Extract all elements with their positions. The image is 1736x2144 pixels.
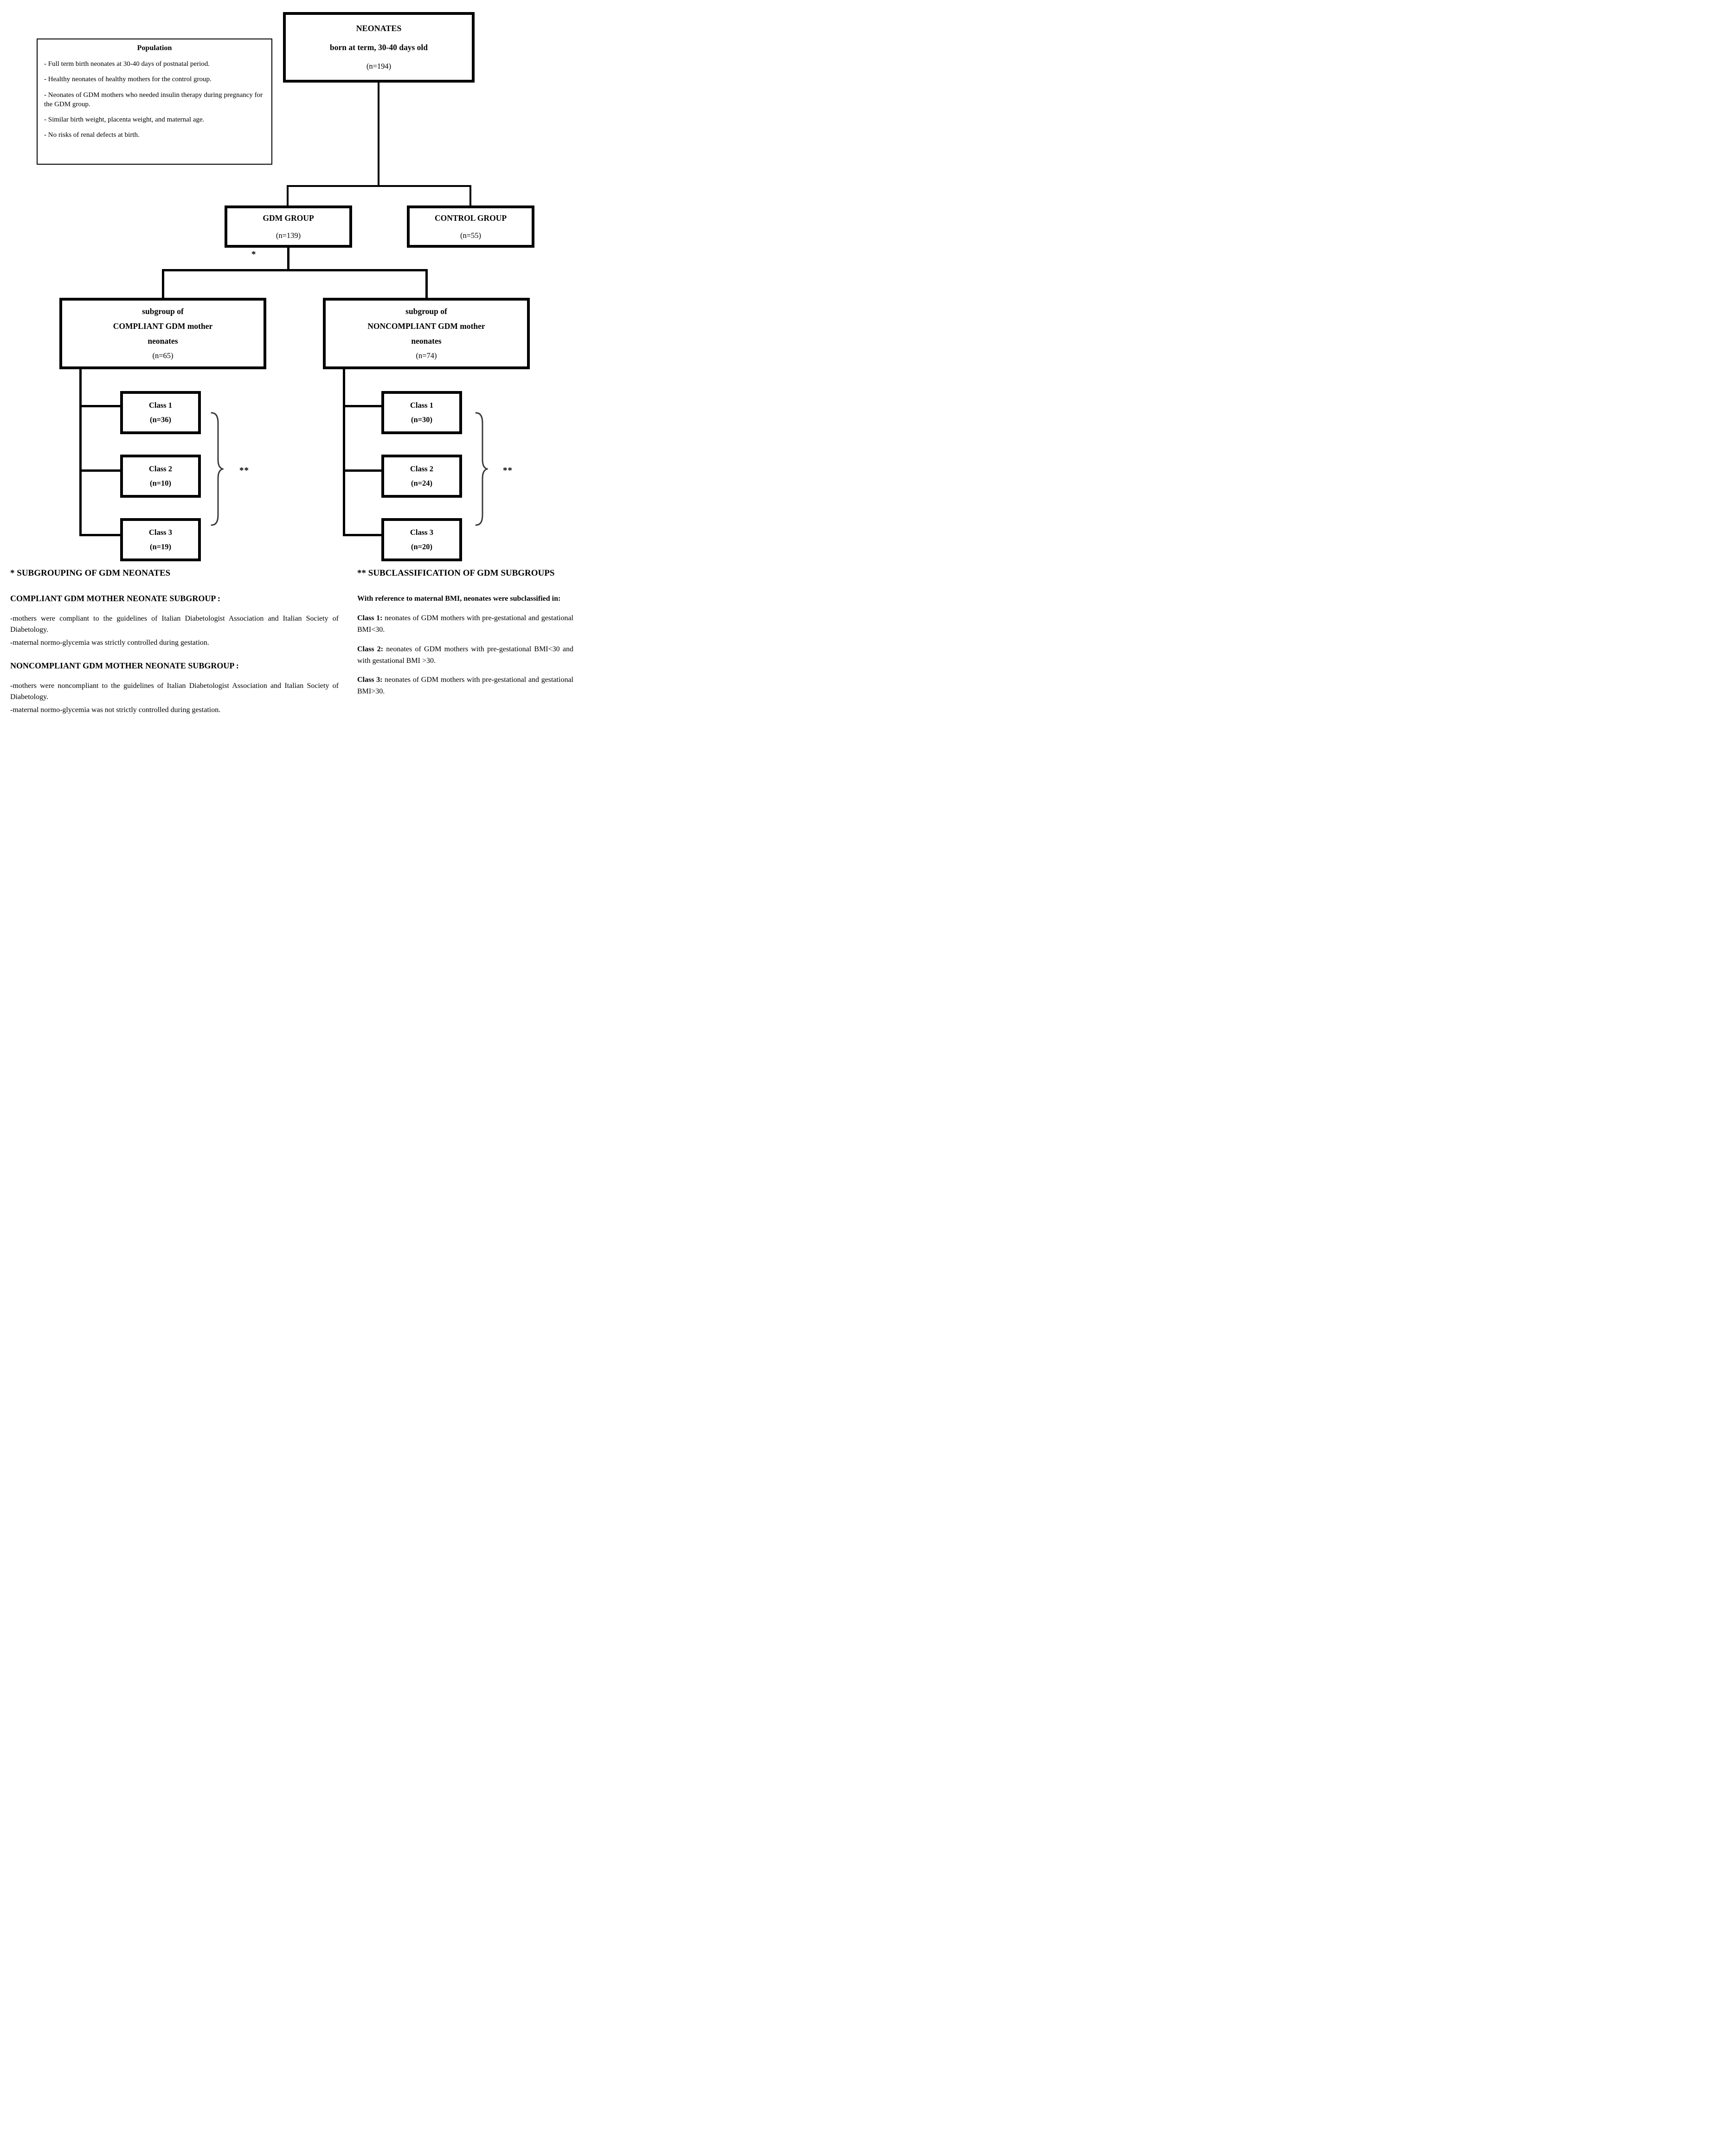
connector-trunk-left [79, 368, 82, 536]
class2-definition: Class 2: neonates of GDM mothers with pr… [357, 644, 573, 667]
connector-stub-gdm [287, 185, 289, 206]
compliant-line1: subgroup of [142, 307, 184, 316]
compliant-line3: neonates [148, 336, 178, 346]
control-group-count: (n=55) [460, 231, 482, 240]
class2-label: Class 2: [357, 645, 384, 653]
neonates-subtitle: born at term, 30-40 days old [330, 43, 428, 52]
noncompliant-line1: subgroup of [405, 307, 447, 316]
noncompliant-line2: NONCOMPLIANT GDM mother [367, 321, 485, 331]
population-item: - Healthy neonates of healthy mothers fo… [44, 76, 212, 83]
compliant-heading: COMPLIANT GDM MOTHER NEONATE SUBGROUP : [10, 593, 220, 603]
compliant-class3-box: Class 3 (n=19) [120, 518, 201, 561]
noncompliant-subgroup-box: subgroup of NONCOMPLIANT GDM mother neon… [323, 298, 530, 369]
class3-text: neonates of GDM mothers with pre-gestati… [357, 676, 574, 696]
single-star-annotation: * [251, 250, 257, 259]
connector-right-class1 [343, 405, 384, 407]
connector-right-class2 [343, 469, 384, 472]
connector-gdm-down [287, 248, 289, 271]
noncompliant-heading: NONCOMPLIANT GDM MOTHER NEONATE SUBGROUP… [10, 661, 239, 670]
compliant-note-line: -mothers were compliant to the guideline… [10, 614, 339, 634]
footnote-right-column: ** SUBCLASSIFICATION OF GDM SUBGROUPS Wi… [357, 567, 573, 706]
population-item: - Neonates of GDM mothers who needed ins… [44, 91, 263, 108]
connector-split2-horizontal [162, 269, 428, 271]
population-item: - No risks of renal defects at birth. [44, 131, 140, 139]
gdm-group-title: GDM GROUP [263, 213, 314, 223]
noncompliant-class2-box: Class 2 (n=24) [381, 455, 462, 498]
footnote-left-column: * SUBGROUPING OF GDM NEONATES COMPLIANT … [10, 567, 339, 715]
class1-definition: Class 1: neonates of GDM mothers with pr… [357, 613, 573, 636]
class-name: Class 2 [410, 464, 433, 473]
noncompliant-class1-box: Class 1 (n=30) [381, 391, 462, 434]
compliant-line2: COMPLIANT GDM mother [113, 321, 213, 331]
compliant-subgroup-box: subgroup of COMPLIANT GDM mother neonate… [59, 298, 266, 369]
population-box: Population - Full term birth neonates at… [37, 39, 272, 165]
compliant-class2-box: Class 2 (n=10) [120, 455, 201, 498]
class-count: (n=24) [411, 479, 433, 488]
compliant-class1-box: Class 1 (n=36) [120, 391, 201, 434]
connector-stub-control [469, 185, 471, 206]
connector-left-class1 [79, 405, 122, 407]
class3-label: Class 3: [357, 676, 383, 684]
class-count: (n=30) [411, 415, 433, 424]
noncompliant-note-line: -mothers were noncompliant to the guidel… [10, 681, 339, 701]
class-count: (n=20) [411, 542, 433, 551]
noncompliant-line3: neonates [411, 336, 442, 346]
curly-brace-right [474, 411, 490, 527]
neonates-box: NEONATES born at term, 30-40 days old (n… [283, 12, 475, 83]
class-name: Class 1 [410, 401, 433, 410]
class2-text: neonates of GDM mothers with pre-gestati… [357, 645, 574, 665]
connector-stub-compliant [162, 269, 164, 299]
neonates-title: NEONATES [356, 24, 402, 33]
compliant-note-line: -maternal normo-glycemia was strictly co… [10, 638, 209, 647]
connector-trunk-right [343, 368, 345, 536]
connector-stub-noncompliant [425, 269, 428, 299]
connector-root-down [378, 83, 379, 186]
flow-diagram: Population - Full term birth neonates at… [0, 0, 579, 715]
population-item: - Full term birth neonates at 30-40 days… [44, 60, 210, 68]
class1-text: neonates of GDM mothers with pre-gestati… [357, 614, 574, 634]
class-name: Class 2 [149, 464, 172, 473]
connector-right-class3 [343, 534, 384, 536]
subclassification-title: ** SUBCLASSIFICATION OF GDM SUBGROUPS [357, 568, 555, 578]
class-count: (n=10) [149, 479, 172, 488]
population-item: - Similar birth weight, placenta weight,… [44, 116, 205, 123]
class-count: (n=36) [149, 415, 172, 424]
connector-split1-horizontal [287, 185, 471, 187]
class3-definition: Class 3: neonates of GDM mothers with pr… [357, 674, 573, 698]
control-group-box: CONTROL GROUP (n=55) [407, 205, 534, 248]
double-star-annotation-left: ** [239, 466, 249, 475]
connector-left-class2 [79, 469, 122, 472]
control-group-title: CONTROL GROUP [434, 213, 507, 223]
subclassification-intro: With reference to maternal BMI, neonates… [357, 594, 561, 603]
noncompliant-count: (n=74) [416, 351, 437, 360]
connector-left-class3 [79, 534, 122, 536]
population-title: Population [137, 44, 172, 52]
noncompliant-class3-box: Class 3 (n=20) [381, 518, 462, 561]
class1-label: Class 1: [357, 614, 383, 623]
neonates-count: (n=194) [366, 62, 392, 71]
class-name: Class 3 [410, 528, 433, 537]
gdm-group-count: (n=139) [276, 231, 301, 240]
class-name: Class 3 [149, 528, 172, 537]
subgrouping-title: * SUBGROUPING OF GDM NEONATES [10, 568, 171, 578]
noncompliant-note-line: -maternal normo-glycemia was not strictl… [10, 706, 221, 714]
curly-brace-left [210, 411, 225, 527]
gdm-group-box: GDM GROUP (n=139) [225, 205, 352, 248]
compliant-count: (n=65) [152, 351, 174, 360]
class-count: (n=19) [149, 542, 172, 551]
class-name: Class 1 [149, 401, 172, 410]
double-star-annotation-right: ** [503, 466, 513, 475]
